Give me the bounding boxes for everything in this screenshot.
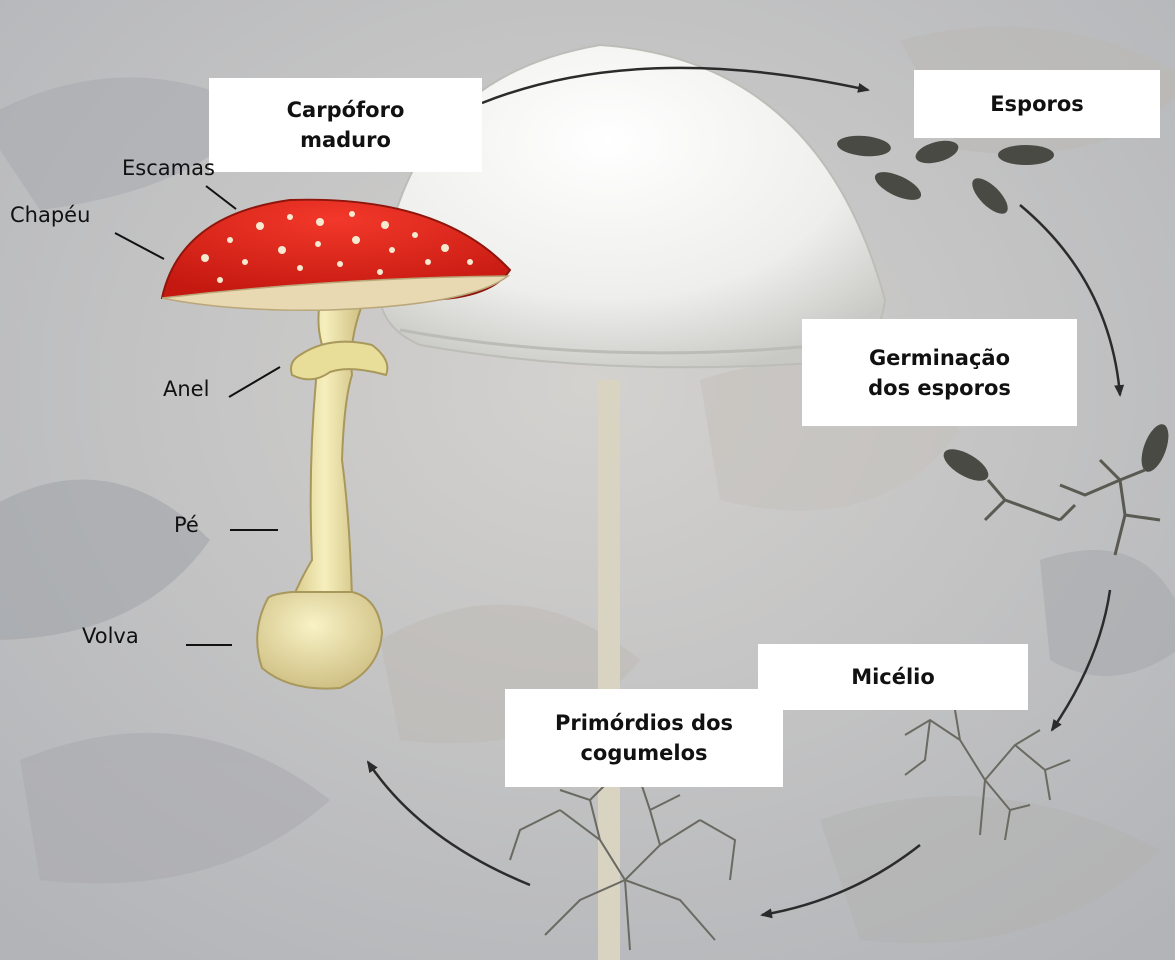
stage-germination-box: Germinação dos esporos: [802, 319, 1077, 426]
stage-germination-line1: Germinação: [868, 343, 1011, 373]
stage-mature-line2: maduro: [287, 125, 405, 155]
stage-mature-box: Carpóforo maduro: [209, 78, 482, 172]
stage-mature-line1: Carpóforo: [287, 95, 405, 125]
label-scales: Escamas: [122, 156, 215, 180]
stage-mycelium-box: Micélio: [758, 644, 1028, 710]
stage-germination-line2: dos esporos: [868, 373, 1011, 403]
stage-spores-label: Esporos: [990, 89, 1084, 119]
stage-mycelium-label: Micélio: [851, 662, 935, 692]
label-volva: Volva: [82, 624, 139, 648]
label-cap: Chapéu: [10, 203, 90, 227]
label-ring: Anel: [163, 377, 209, 401]
stage-spores-box: Esporos: [914, 70, 1160, 138]
stage-primordia-line2: cogumelos: [555, 738, 733, 768]
stage-primordia-box: Primórdios dos cogumelos: [505, 689, 783, 787]
label-stem: Pé: [174, 513, 199, 537]
stage-primordia-line1: Primórdios dos: [555, 708, 733, 738]
